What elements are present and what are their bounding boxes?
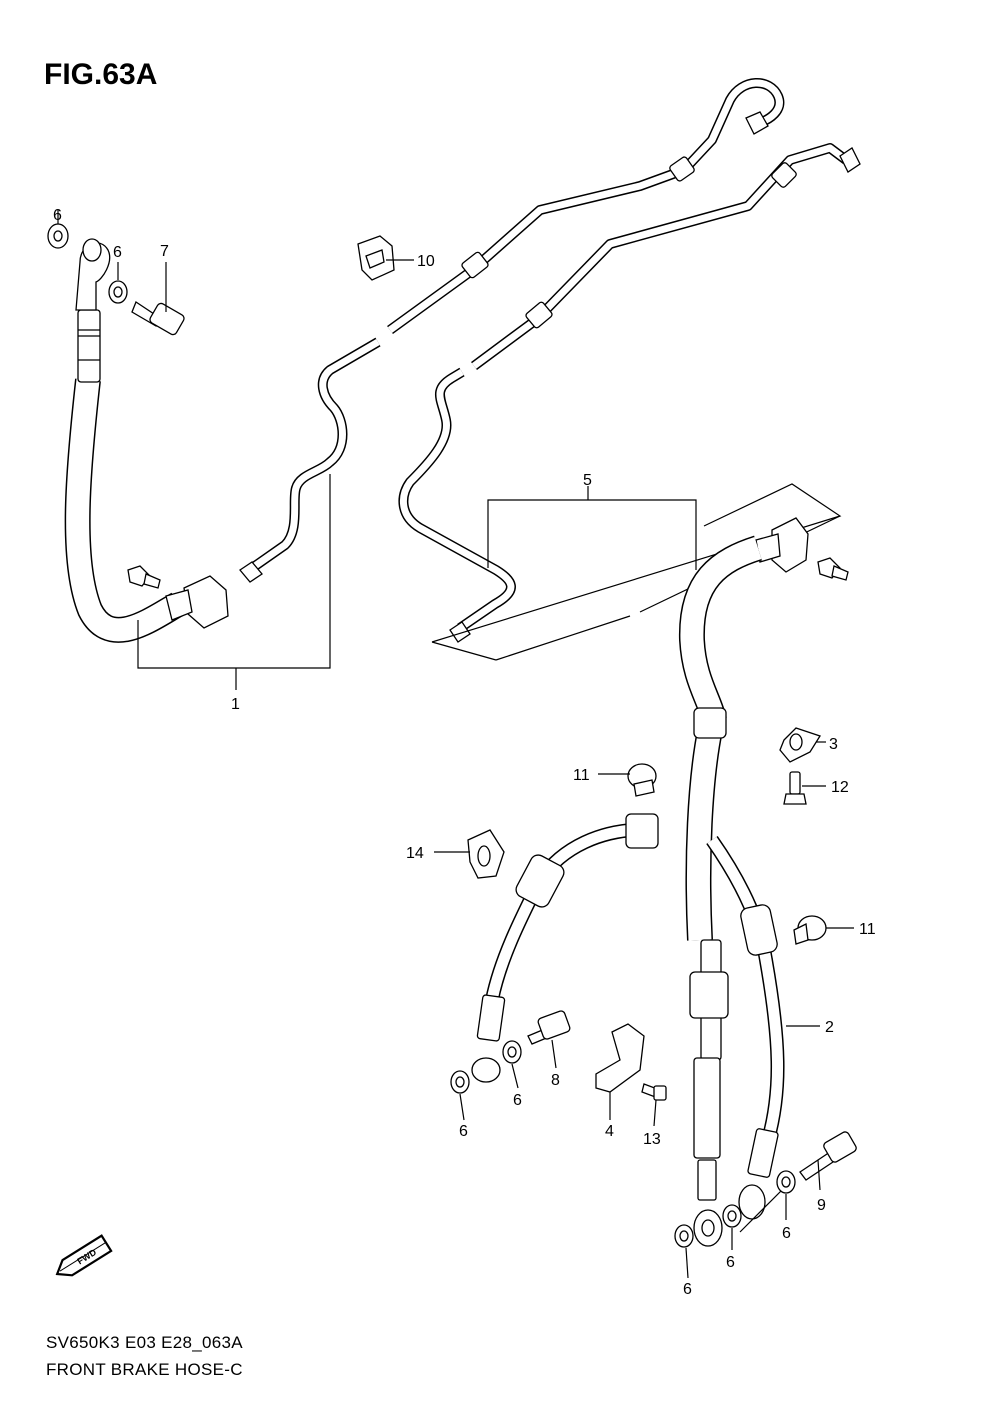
brake-pipe-1-outer (252, 337, 381, 571)
washer-6a (47, 223, 69, 249)
callout-bracket-1 (137, 474, 331, 669)
callout-6d: 6 (513, 1092, 522, 1109)
washer-6f (722, 1204, 742, 1228)
figure-name: FRONT BRAKE HOSE-C (46, 1360, 243, 1379)
brake-hose-assembly-5 (398, 143, 861, 724)
callout-bracket-5 (487, 499, 697, 570)
washer-6d (502, 1040, 522, 1064)
hose-1-inner (66, 378, 184, 642)
callout-7: 7 (160, 243, 169, 260)
callout-6e: 6 (683, 1281, 692, 1298)
flare-nut-5 (449, 621, 471, 643)
hose-clamp-11b (793, 915, 827, 945)
banjo-eye-left (471, 1057, 501, 1083)
callout-2: 2 (825, 1019, 834, 1036)
bracket-4 (595, 1023, 645, 1093)
callout-11a: 11 (573, 767, 590, 784)
callout-12: 12 (831, 779, 849, 796)
washer-6b (108, 280, 128, 304)
washer-6g (776, 1170, 796, 1194)
joint-block-5 (771, 517, 809, 573)
callout-1: 1 (231, 696, 240, 713)
callout-14: 14 (406, 845, 424, 862)
hose-right-branch-inner (707, 836, 783, 1142)
flare-nut-1 (239, 561, 263, 583)
figure-code: SV650K3 E03 E28_063A (46, 1333, 243, 1352)
hose-vertical-inner (686, 727, 722, 941)
assembly-5-frame (431, 483, 842, 643)
leader-lines (57, 210, 854, 1279)
clamp-3 (779, 727, 821, 763)
union-bolt-8 (527, 1010, 571, 1045)
hose-left-sleeve (515, 854, 565, 908)
hose-right-sleeve (740, 904, 778, 956)
callout-6g: 6 (782, 1225, 791, 1242)
figure-title: FIG.63A (44, 58, 158, 91)
union-bolt-9 (799, 1131, 857, 1181)
callout-11b: 11 (859, 921, 876, 938)
washer-6c (450, 1070, 470, 1094)
bolt-12 (783, 771, 807, 805)
hose-1-upper-ferrule (77, 309, 101, 383)
callout-8: 8 (551, 1072, 560, 1089)
callout-6b: 6 (113, 244, 122, 261)
callout-6c: 6 (459, 1123, 468, 1140)
hose-vertical-collar (693, 707, 727, 739)
joint-bolt-5 (817, 557, 849, 581)
bolt-13 (641, 1083, 667, 1101)
hose-clamp-11a (627, 763, 657, 797)
brake-pipe-1-inner (252, 338, 380, 569)
callout-10: 10 (417, 253, 435, 270)
clamp-10 (357, 235, 395, 281)
brake-pipe-5-inner (399, 368, 515, 631)
callout-9: 9 (817, 1197, 826, 1214)
flare-nut-1b (745, 111, 769, 135)
hose-left-collar (625, 813, 659, 849)
union-bolt-7 (131, 301, 185, 336)
callout-4: 4 (605, 1123, 614, 1140)
flare-nut-5b (839, 147, 861, 173)
callout-13: 13 (643, 1131, 661, 1148)
grommet-14 (467, 829, 505, 879)
callout-6a: 6 (53, 207, 62, 224)
brake-pipe-1b-inner (387, 79, 783, 333)
washer-6e (674, 1224, 694, 1248)
banjo-eye-right (738, 1184, 766, 1220)
hose-5-inner (680, 537, 762, 723)
callout-6f: 6 (726, 1254, 735, 1271)
callout-5: 5 (583, 472, 592, 489)
brake-hose-2-assembly (471, 707, 820, 1247)
brake-hose-assembly-1 (64, 78, 785, 690)
joint-bolt-1 (127, 565, 161, 589)
callout-3: 3 (829, 736, 838, 753)
grommet-4 (689, 971, 729, 1019)
forward-arrow-icon: FWD (55, 1234, 113, 1277)
